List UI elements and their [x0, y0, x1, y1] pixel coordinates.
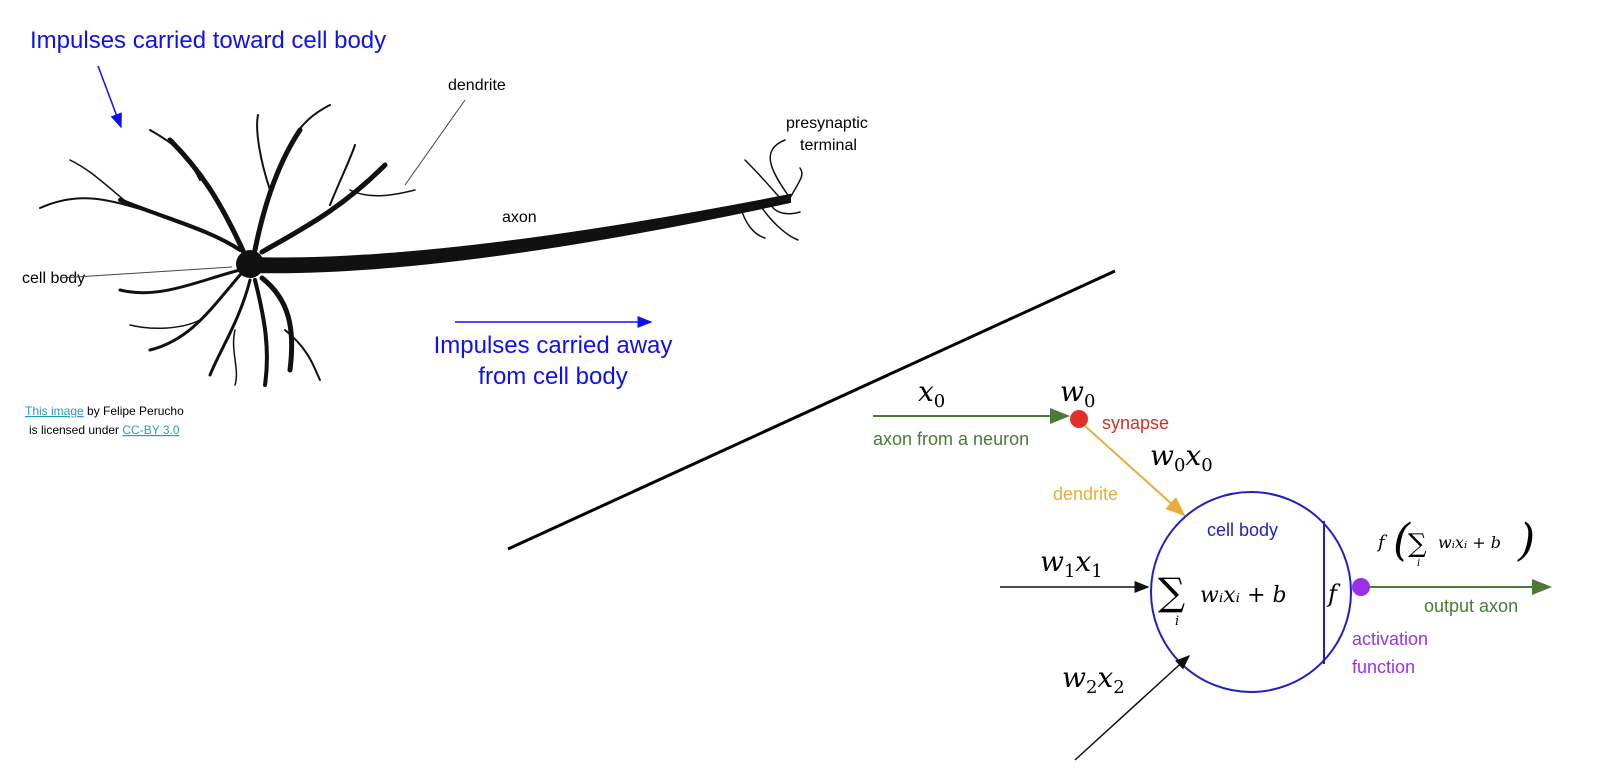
activation-label-2: function	[1352, 657, 1415, 677]
w1x1-label: w1x1	[1040, 545, 1103, 582]
input-2-arrow	[1074, 654, 1191, 761]
cell-body-model-label: cell body	[1207, 520, 1278, 540]
output-sum-index: i	[1417, 558, 1420, 569]
synapse-dot	[1070, 410, 1088, 428]
right-paren: )	[1517, 515, 1535, 566]
activation-f: f	[1326, 580, 1341, 608]
dendrite-label: dendrite	[448, 77, 506, 94]
w0x0-label: w0x0	[1150, 439, 1213, 476]
axon-label: axon	[502, 209, 537, 226]
axon-from-neuron-label: axon from a neuron	[873, 429, 1029, 449]
terminal-label: terminal	[800, 137, 857, 154]
activation-dot	[1352, 578, 1370, 596]
mathematical-model: x0 w0 synapse axon from a neuron w0x0 de…	[873, 375, 1552, 761]
sum-expression: wᵢxᵢ + b	[1200, 583, 1287, 608]
activation-label-1: activation	[1352, 629, 1428, 649]
this-image-link[interactable]: This image	[25, 404, 84, 418]
sum-index: i	[1175, 614, 1179, 629]
w0-label: w0	[1060, 375, 1095, 412]
cell-body-pointer	[59, 266, 233, 279]
divider-line	[507, 269, 1116, 551]
dendrite-arrow	[1084, 425, 1186, 517]
attribution-author: by Felipe Perucho	[84, 404, 184, 418]
toward-arrow	[97, 65, 122, 129]
cell-body-label: cell body	[22, 270, 85, 287]
impulses-away-label-1: Impulses carried away	[434, 332, 673, 359]
impulses-away-label-2: from cell body	[478, 363, 627, 390]
presynaptic-label: presynaptic	[786, 115, 868, 132]
output-sum-symbol: ∑	[1408, 529, 1427, 559]
output-sum-expression: wᵢxᵢ + b	[1438, 533, 1501, 552]
output-f: f	[1376, 532, 1388, 553]
output-axon-label: output axon	[1424, 596, 1518, 616]
attribution-license-text: is licensed under	[29, 423, 122, 437]
synapse-label: synapse	[1102, 413, 1169, 433]
impulses-toward-label: Impulses carried toward cell body	[30, 27, 386, 54]
left-paren: (	[1393, 515, 1411, 566]
dendrite-model-label: dendrite	[1053, 484, 1118, 504]
w2x2-label: w2x2	[1062, 661, 1125, 698]
cc-by-link[interactable]: CC-BY 3.0	[122, 423, 179, 437]
x0-label: x0	[918, 375, 945, 412]
output-expression: f ( ∑ i wᵢxᵢ + b )	[1376, 515, 1535, 569]
neuron-drawing	[39, 104, 803, 387]
cell-body-circle	[1150, 491, 1352, 693]
biological-neuron: Impulses carried toward cell body	[22, 27, 868, 437]
attribution-line-1: This image by Felipe Perucho	[25, 404, 184, 418]
attribution-line-2: is licensed under CC-BY 3.0	[29, 423, 180, 437]
dendrite-pointer	[404, 99, 466, 186]
sum-symbol: ∑	[1158, 570, 1185, 614]
